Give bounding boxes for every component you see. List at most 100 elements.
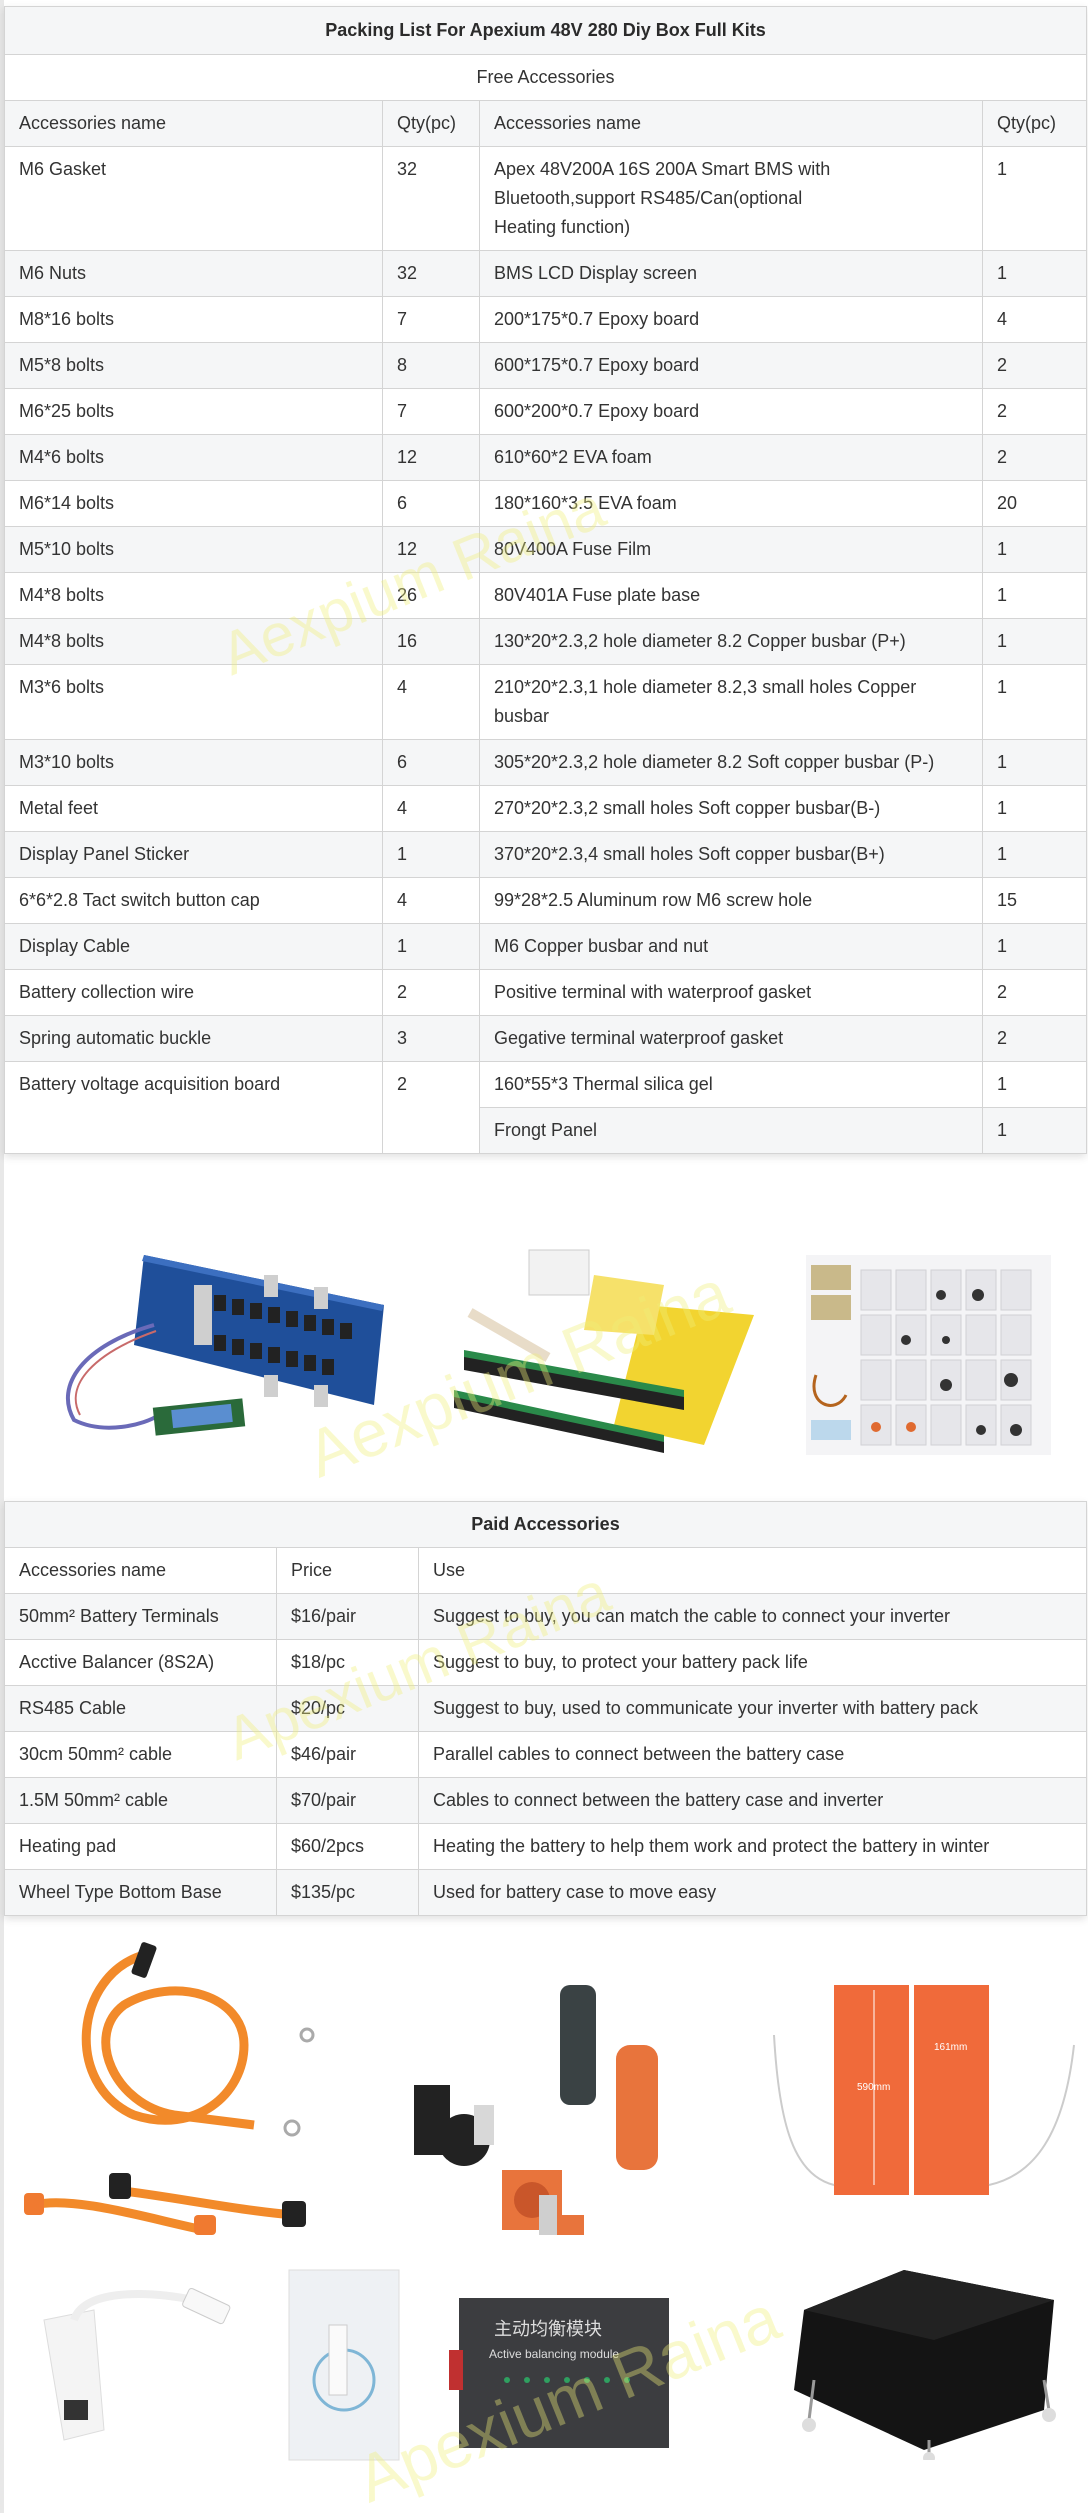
item-use: Suggest to buy, to protect your battery … <box>418 1639 1087 1686</box>
item-qty: 1 <box>981 1107 1088 1154</box>
item-qty: 12 <box>382 526 480 573</box>
heating-pad-length-label: 590mm <box>857 2082 890 2093</box>
item-name: 30cm 50mm² cable <box>4 1731 277 1778</box>
item-qty: 2 <box>981 969 1088 1016</box>
item-price: $18/pc <box>276 1639 419 1686</box>
item-name: M4*6 bolts <box>4 434 383 481</box>
item-qty: 1 <box>382 831 480 878</box>
page-left-edge <box>0 0 4 2513</box>
item-use: Cables to connect between the battery ca… <box>418 1777 1087 1824</box>
item-name: Wheel Type Bottom Base <box>4 1869 277 1916</box>
item-qty: 16 <box>382 618 480 665</box>
item-qty: 4 <box>382 664 480 740</box>
balancer-label-cn: 主动均衡模块 <box>494 2319 602 2340</box>
header-qty: Qty(pc) <box>382 100 480 147</box>
item-name: BMS LCD Display screen <box>479 250 983 297</box>
busbars-epoxy-boards-photo <box>454 1249 754 1453</box>
item-name: M6 Gasket <box>4 146 383 251</box>
item-name: Battery voltage acquisition board <box>4 1061 383 1154</box>
item-qty: 2 <box>981 1015 1088 1062</box>
item-name: 610*60*2 EVA foam <box>479 434 983 481</box>
item-qty: 2 <box>382 969 480 1016</box>
item-qty: 1 <box>981 739 1088 786</box>
item-name: 600*175*0.7 Epoxy board <box>479 342 983 389</box>
item-use: Suggest to buy, you can match the cable … <box>418 1593 1087 1640</box>
header-accessories-name: Accessories name <box>4 1547 277 1594</box>
header-price: Price <box>276 1547 419 1594</box>
item-qty: 1 <box>981 146 1088 251</box>
item-qty: 1 <box>981 664 1088 740</box>
item-qty: 7 <box>382 296 480 343</box>
item-name: Spring automatic buckle <box>4 1015 383 1062</box>
table-row: M6 Gasket 32 Apex 48V200A 16S 200A Smart… <box>4 146 1088 251</box>
item-qty: 6 <box>382 739 480 786</box>
item-name: 600*200*0.7 Epoxy board <box>479 388 983 435</box>
item-price: $135/pc <box>276 1869 419 1916</box>
item-use: Suggest to buy, used to communicate your… <box>418 1685 1087 1732</box>
item-qty: 4 <box>981 296 1088 343</box>
item-name: RS485 Cable <box>4 1685 277 1732</box>
item-use: Heating the battery to help them work an… <box>418 1823 1087 1870</box>
item-name: 130*20*2.3,2 hole diameter 8.2 Copper bu… <box>479 618 983 665</box>
item-name: Positive terminal with waterproof gasket <box>479 969 983 1016</box>
active-balancing-module-photo: 主动均衡模块 Active balancing module <box>449 2298 669 2448</box>
rs485-usb-adapter-photo <box>43 2287 231 2441</box>
item-name: Battery collection wire <box>4 969 383 1016</box>
item-name: 210*20*2.3,1 hole diameter 8.2,3 small h… <box>479 664 983 740</box>
battery-terminals-photo <box>414 1985 658 2235</box>
bms-board-with-lcd-photo <box>66 1255 384 1436</box>
item-name: Frongt Panel <box>479 1107 983 1154</box>
paid-accessories-title: Paid Accessories <box>4 1501 1087 1548</box>
item-qty: 4 <box>382 785 480 832</box>
table-row: Frongt Panel 1 <box>5 1107 1088 1154</box>
item-qty: 1 <box>981 785 1088 832</box>
item-name: 305*20*2.3,2 hole diameter 8.2 Soft copp… <box>479 739 983 786</box>
item-qty: 7 <box>382 388 480 435</box>
item-name: 1.5M 50mm² cable <box>4 1777 277 1824</box>
item-qty: 1 <box>981 250 1088 297</box>
item-qty: 12 <box>382 434 480 481</box>
item-name: 200*175*0.7 Epoxy board <box>479 296 983 343</box>
item-use: Parallel cables to connect between the b… <box>418 1731 1087 1778</box>
screw-bags-kit-photo <box>806 1255 1051 1455</box>
item-price: $16/pair <box>276 1593 419 1640</box>
paid-accessories-table: Paid Accessories Accessories name Price … <box>4 1501 1087 1916</box>
item-price: $46/pair <box>276 1731 419 1778</box>
item-name: 160*55*3 Thermal silica gel <box>479 1061 983 1108</box>
orange-cables-photo <box>24 1942 315 2235</box>
item-qty: 4 <box>382 877 480 924</box>
item-qty: 1 <box>382 923 480 970</box>
item-name: Display Panel Sticker <box>4 831 383 878</box>
item-name: Heating pad <box>4 1823 277 1870</box>
table-row: Battery voltage acquisition board 2 160*… <box>4 1061 1088 1154</box>
item-name: 80V401A Fuse plate base <box>479 572 983 619</box>
item-name: M5*8 bolts <box>4 342 383 389</box>
item-name: 50mm² Battery Terminals <box>4 1593 277 1640</box>
item-name: M8*16 bolts <box>4 296 383 343</box>
item-name: M3*10 bolts <box>4 739 383 786</box>
heating-pad-width-label: 161mm <box>934 2042 967 2053</box>
item-name: Gegative terminal waterproof gasket <box>479 1015 983 1062</box>
item-name: M3*6 bolts <box>4 664 383 740</box>
header-qty: Qty(pc) <box>981 100 1088 147</box>
item-name: M4*8 bolts <box>4 618 383 665</box>
item-qty: 26 <box>382 572 480 619</box>
item-price: $20/pc <box>276 1685 419 1732</box>
